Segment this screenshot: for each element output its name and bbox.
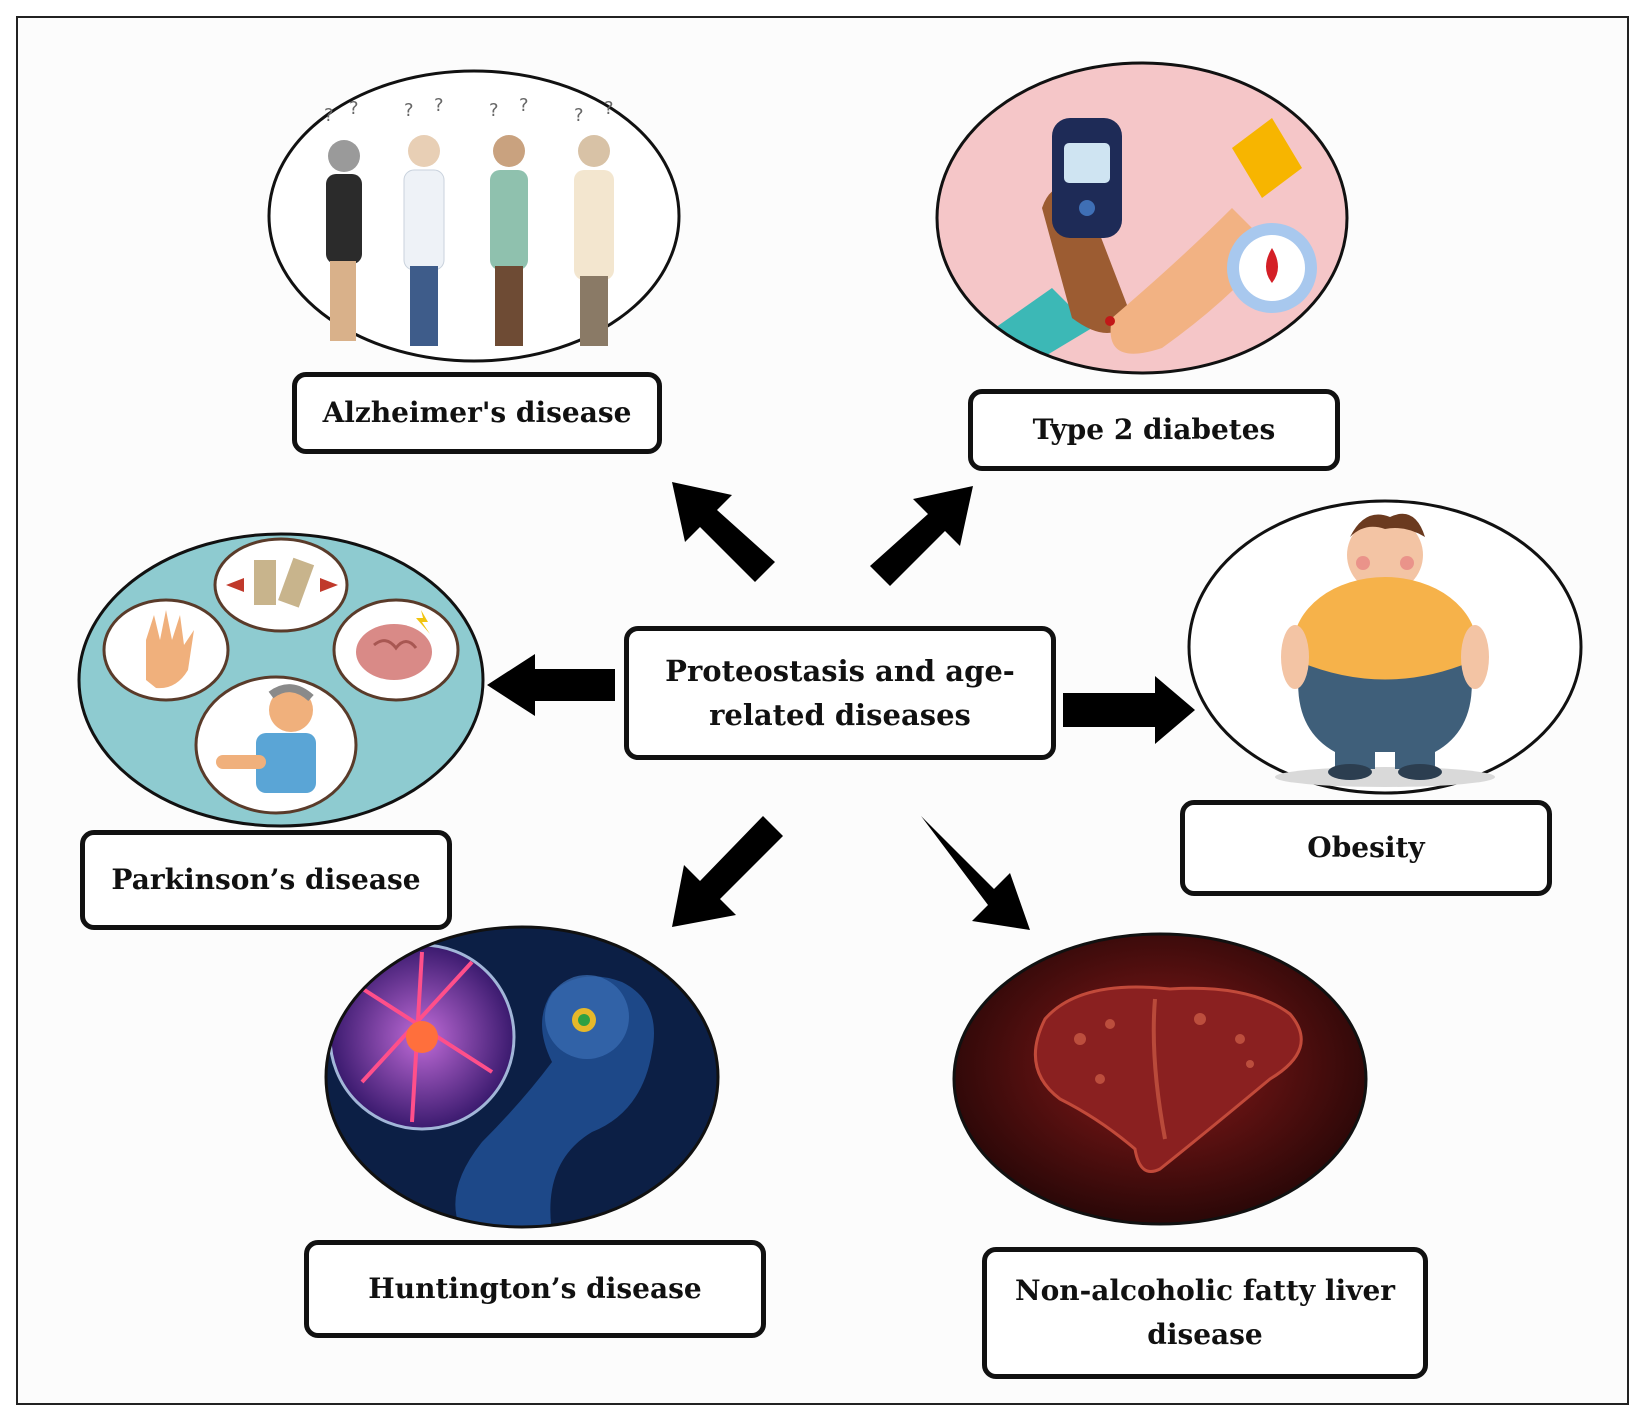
confused-person-4 <box>574 135 614 346</box>
arrow-to-obesity <box>1063 676 1195 744</box>
confused-person-1 <box>326 140 362 341</box>
alzheimers-label-text: Alzheimer's disease <box>322 396 632 429</box>
face-icon <box>1347 517 1423 593</box>
question-marks-icon: ??? ??? ?? <box>324 95 614 126</box>
diabetes-label-text: Type 2 diabetes <box>1032 413 1276 446</box>
svg-text:?: ? <box>434 95 444 116</box>
svg-text:?: ? <box>404 100 414 121</box>
nafld-label-line1: Non-alcoholic fatty liver <box>1014 1274 1396 1307</box>
center-node-line1: Proteostasis and age- <box>665 654 1015 688</box>
obesity-label: Obesity <box>1180 800 1552 896</box>
arrow-to-diabetes <box>870 486 973 586</box>
huntingtons-illustration <box>324 925 720 1229</box>
arrow-to-alzheimers <box>672 482 775 582</box>
parkinsons-label: Parkinson’s disease <box>80 830 452 930</box>
arrow-to-parkinsons <box>487 654 615 716</box>
blood-drop-icon <box>1266 248 1278 283</box>
arrow-to-nafld <box>921 816 1030 930</box>
svg-text:?: ? <box>349 98 359 119</box>
obesity-illustration <box>1187 499 1583 795</box>
alzheimers-illustration: ??? ??? ?? <box>267 69 681 363</box>
svg-text:?: ? <box>519 95 529 116</box>
svg-text:?: ? <box>324 105 334 126</box>
center-node-line2: related diseases <box>709 698 971 732</box>
svg-text:?: ? <box>489 100 499 121</box>
nafld-illustration <box>952 932 1368 1226</box>
svg-text:?: ? <box>574 105 584 126</box>
alzheimers-label: Alzheimer's disease <box>292 372 662 454</box>
nafld-label: Non-alcoholic fatty liver disease <box>982 1247 1428 1379</box>
obesity-label-text: Obesity <box>1307 831 1425 864</box>
arrow-to-huntingtons <box>672 816 783 927</box>
nafld-label-line2: disease <box>1147 1318 1263 1351</box>
walking-legs-icon <box>213 537 349 633</box>
svg-text:?: ? <box>604 98 614 119</box>
shaking-hand-icon <box>102 598 230 702</box>
liver-icon <box>1033 985 1303 1173</box>
brain-icon <box>332 598 460 702</box>
confused-person-3 <box>490 135 528 346</box>
diabetes-label: Type 2 diabetes <box>968 389 1340 471</box>
parkinsons-label-text: Parkinson’s disease <box>111 863 421 896</box>
parkinsons-illustration <box>77 532 485 828</box>
center-node: Proteostasis and age- related diseases <box>624 626 1056 760</box>
huntingtons-label-text: Huntington’s disease <box>368 1272 702 1305</box>
huntingtons-label: Huntington’s disease <box>304 1240 766 1338</box>
confused-person-2 <box>403 135 445 346</box>
diabetes-illustration <box>935 61 1349 375</box>
trembling-man-icon <box>194 675 358 815</box>
